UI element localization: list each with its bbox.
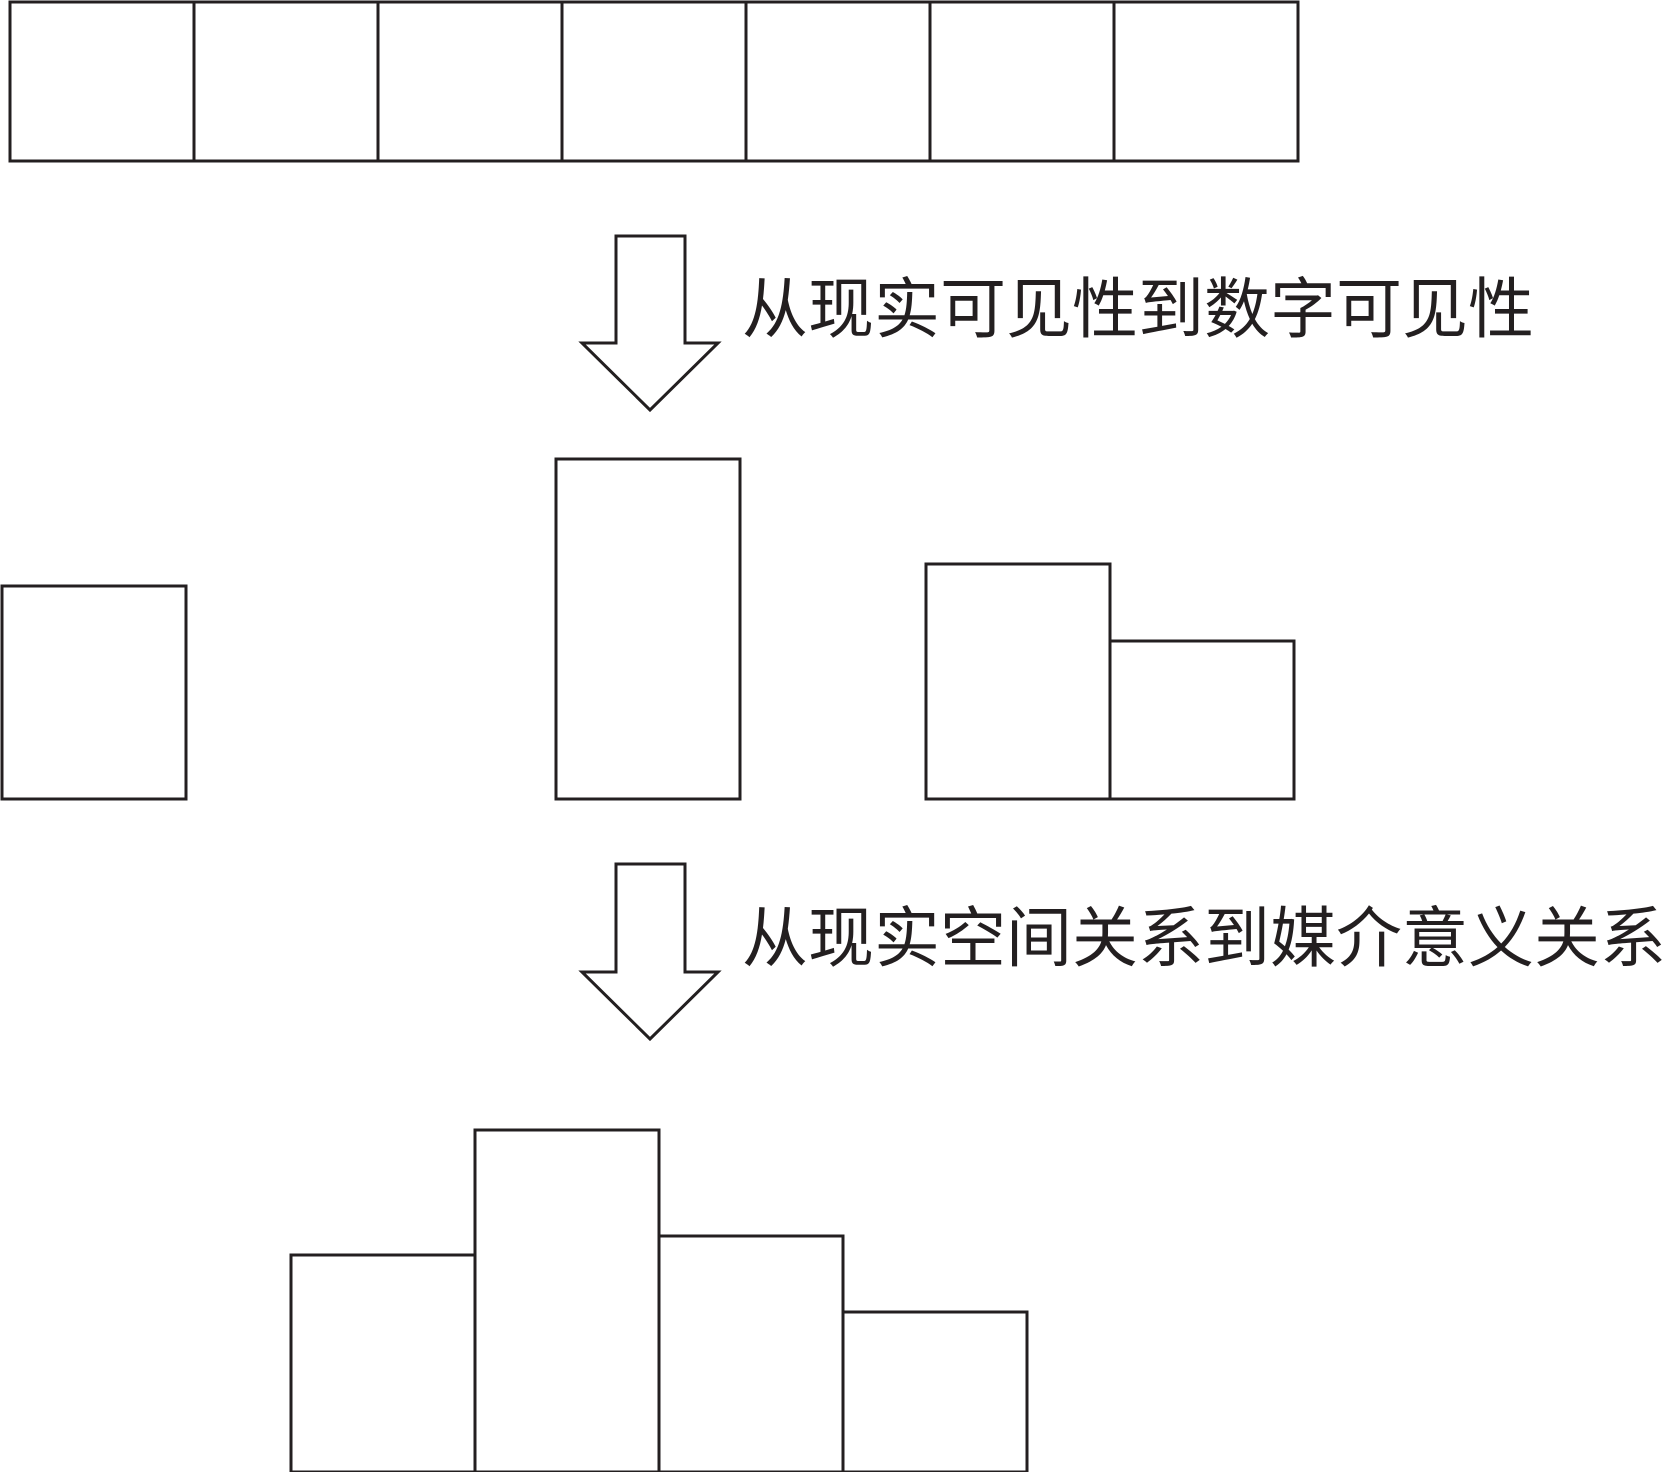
top-cell-7 bbox=[1112, 0, 1300, 163]
down-arrow-1 bbox=[578, 234, 722, 413]
middle-block-center bbox=[554, 457, 742, 801]
top-cell-2 bbox=[192, 0, 380, 163]
middle-block-right-short bbox=[1108, 639, 1296, 801]
bottom-block-1 bbox=[289, 1253, 477, 1472]
transition-label-1: 从现实可见性到数字可见性 bbox=[742, 271, 1534, 348]
top-row-cells bbox=[8, 0, 1300, 163]
bottom-block-4 bbox=[841, 1310, 1029, 1472]
top-cell-3 bbox=[376, 0, 564, 163]
middle-block-left bbox=[0, 584, 188, 801]
transition-label-2: 从现实空间关系到媒介意义关系 bbox=[742, 900, 1666, 977]
top-cell-6 bbox=[928, 0, 1116, 163]
bottom-block-3 bbox=[657, 1234, 845, 1472]
middle-block-right-tall bbox=[924, 562, 1112, 801]
middle-row-blocks bbox=[0, 457, 1296, 801]
top-cell-4 bbox=[560, 0, 748, 163]
top-cell-5 bbox=[744, 0, 932, 163]
bottom-block-2 bbox=[473, 1128, 661, 1472]
top-cell-1 bbox=[8, 0, 196, 163]
down-arrow-2 bbox=[578, 862, 722, 1042]
bottom-row-blocks bbox=[289, 1128, 1029, 1472]
